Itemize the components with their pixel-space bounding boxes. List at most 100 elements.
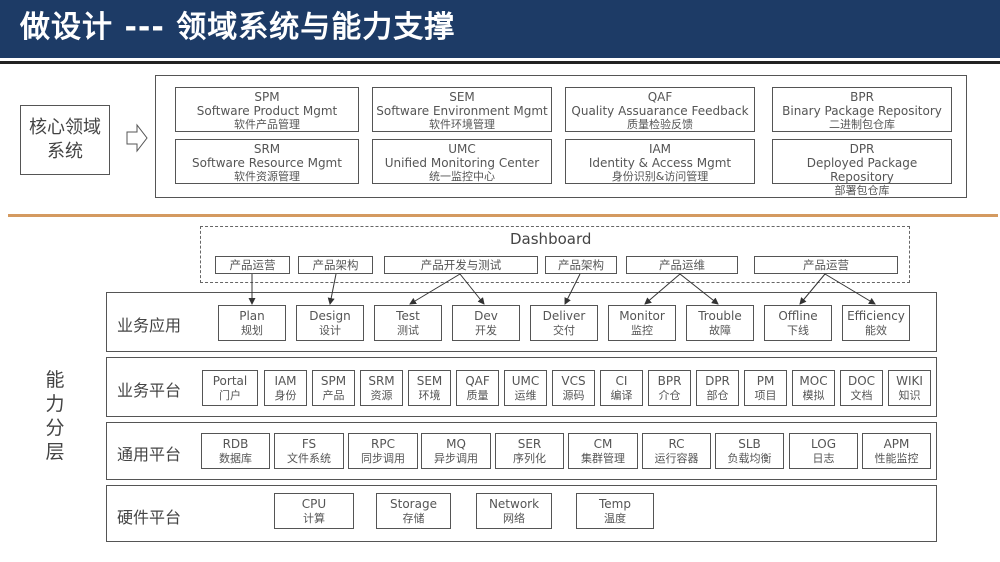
core-label-line2: 系统 — [47, 141, 83, 162]
item-cn: 文件系统 — [287, 452, 331, 465]
item-en: Design — [309, 309, 351, 323]
core-system-iam: IAM Identity & Access Mgmt 身份识别&访问管理 — [565, 139, 755, 184]
system-cn: 质量检验反馈 — [627, 118, 693, 131]
item-cn: 源码 — [562, 389, 585, 402]
item-cn: 温度 — [604, 512, 626, 525]
system-name: Software Environment Mgmt — [376, 104, 548, 118]
layer-name: 硬件平台 — [117, 508, 182, 527]
item-cn: 开发 — [475, 324, 497, 337]
item-cn: 异步调用 — [434, 452, 478, 465]
item-en: MQ — [446, 437, 466, 451]
capability-layers-label: 能 力 分 层 — [44, 368, 66, 464]
item-en: CPU — [301, 497, 327, 511]
system-abbr: BPR — [850, 90, 874, 104]
dashboard-tag-architecture: 产品架构 — [298, 256, 373, 274]
core-system-sem: SEM Software Environment Mgmt 软件环境管理 — [372, 87, 552, 132]
system-name: Deployed Package Repository — [806, 156, 918, 184]
layer-name: 业务应用 — [117, 316, 182, 335]
item-en: Plan — [239, 309, 265, 323]
system-abbr: IAM — [648, 142, 672, 156]
item-cn: 运维 — [514, 389, 537, 402]
item-en: Test — [396, 309, 420, 323]
header-rule — [0, 58, 1000, 64]
item-cn: 部仓 — [706, 389, 729, 402]
system-cn: 部署包仓库 — [834, 184, 890, 197]
core-system-spm: SPM Software Product Mgmt 软件产品管理 — [175, 87, 359, 132]
item-cn: 性能监控 — [874, 452, 919, 465]
system-name: Software Product Mgmt — [196, 104, 338, 118]
system-name: Unified Monitoring Center — [384, 156, 540, 170]
item-cn: 计算 — [303, 512, 325, 525]
system-name: Software Resource Mgmt — [192, 156, 342, 170]
core-systems-frame — [155, 75, 967, 198]
item-cn: 产品 — [322, 389, 345, 402]
item-en: SER — [517, 437, 542, 451]
item-cn: 能效 — [865, 324, 887, 337]
item-cn: 交付 — [553, 324, 575, 337]
dashboard-title: Dashboard — [510, 230, 592, 248]
item-cn: 网络 — [503, 512, 525, 525]
title-bar: 做设计 --- 领域系统与能力支撑 — [0, 0, 1000, 58]
core-domain-label: 核心领域 系统 — [20, 105, 110, 175]
item-cn: 模拟 — [802, 389, 825, 402]
item-cn: 门户 — [219, 389, 241, 402]
item-cn: 数据库 — [219, 452, 252, 465]
item-en: Temp — [599, 497, 631, 511]
item-en: CM — [593, 437, 613, 451]
dashboard-tag-operations: 产品运营 — [215, 256, 290, 274]
layer-name: 业务平台 — [117, 381, 182, 400]
item-cn: 设计 — [319, 324, 341, 337]
core-system-dpr: DPR Deployed Package Repository 部署包仓库 — [772, 139, 952, 197]
item-en: LOG — [810, 437, 836, 451]
item-cn: 日志 — [812, 452, 835, 465]
item-cn: 项目 — [754, 389, 777, 402]
cap-char: 能 — [45, 369, 65, 391]
item-cn: 环境 — [418, 389, 441, 402]
dashboard-tag-operations-2: 产品运营 — [754, 256, 898, 274]
system-abbr: QAF — [647, 90, 673, 104]
item-en: SPM — [320, 374, 347, 388]
system-name: Identity & Access Mgmt — [588, 156, 732, 170]
item-en: APM — [883, 437, 910, 451]
core-label-line1: 核心领域 — [29, 117, 101, 138]
item-en: BPR — [657, 374, 682, 388]
system-cn: 软件产品管理 — [234, 118, 300, 131]
item-en: DPR — [705, 374, 730, 388]
system-abbr: DPR — [849, 142, 875, 156]
item-en: Deliver — [542, 309, 586, 323]
core-system-bpr: BPR Binary Package Repository 二进制包仓库 — [772, 87, 952, 132]
item-cn: 同步调用 — [361, 452, 405, 465]
item-en: Monitor — [619, 309, 665, 323]
core-system-umc: UMC Unified Monitoring Center 统一监控中心 — [372, 139, 552, 184]
item-cn: 集群管理 — [581, 452, 625, 465]
item-cn: 序列化 — [513, 452, 546, 465]
cap-char: 力 — [45, 393, 65, 415]
